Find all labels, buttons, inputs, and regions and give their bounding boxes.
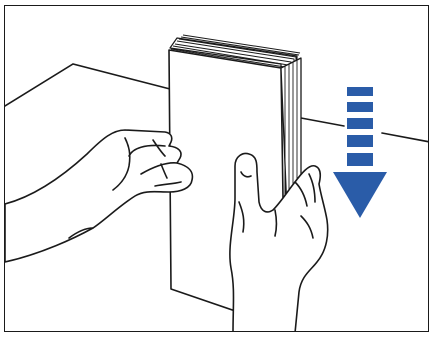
left-hand-icon	[5, 130, 192, 262]
illustration-canvas	[5, 6, 429, 332]
illustration-frame	[4, 5, 429, 332]
down-arrow-icon	[333, 87, 387, 218]
